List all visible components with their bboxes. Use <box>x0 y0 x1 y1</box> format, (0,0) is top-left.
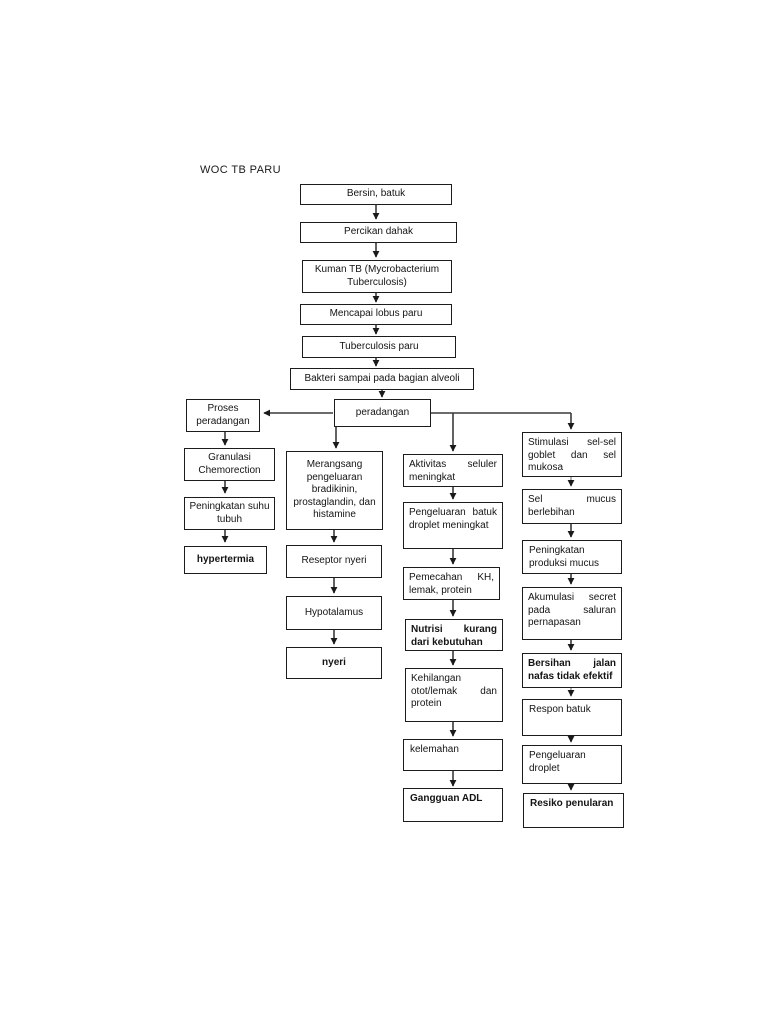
node-peradangan: peradangan <box>334 399 431 427</box>
node-aktivitas-seluler: Aktivitas seluler meningkat <box>403 454 503 487</box>
page-title: WOC TB PARU <box>200 164 281 176</box>
node-granulasi-chemorection: Granulasi Chemorection <box>184 448 275 481</box>
node-peningkatan-suhu: Peningkatan suhu tubuh <box>184 497 275 530</box>
node-peningkatan-produksi-mucus: Peningkatan produksi mucus <box>522 540 622 574</box>
node-hypotalamus: Hypotalamus <box>286 596 382 630</box>
node-proses-peradangan: Proses peradangan <box>186 399 260 432</box>
node-pengeluaran-batuk-droplet: Pengeluaran batuk droplet meningkat <box>403 502 503 549</box>
node-stimulasi-goblet: Stimulasi sel-sel goblet dan sel mukosa <box>522 432 622 477</box>
node-kehilangan-otot: Kehilangan otot/lemak dan protein <box>405 668 503 722</box>
node-hypertermia: hypertermia <box>184 546 267 574</box>
node-respon-batuk: Respon batuk <box>522 699 622 736</box>
node-merangsang-pengeluaran: Merangsang pengeluaran bradikinin, prost… <box>286 451 383 530</box>
node-bersin-batuk: Bersin, batuk <box>300 184 452 205</box>
node-percikan-dahak: Percikan dahak <box>300 222 457 243</box>
node-akumulasi-secret: Akumulasi secret pada saluran pernapasan <box>522 587 622 640</box>
node-pemecahan-kh: Pemecahan KH, lemak, protein <box>403 567 500 600</box>
node-kelemahan: kelemahan <box>403 739 503 771</box>
node-bersihan-jalan-nafas: Bersihan jalan nafas tidak efektif <box>522 653 622 688</box>
node-mencapai-lobus: Mencapai lobus paru <box>300 304 452 325</box>
node-sel-mucus: Sel mucus berlebihan <box>522 489 622 524</box>
node-nutrisi-kurang: Nutrisi kurang dari kebutuhan <box>405 619 503 651</box>
node-tuberculosis-paru: Tuberculosis paru <box>302 336 456 358</box>
node-nyeri: nyeri <box>286 647 382 679</box>
node-reseptor-nyeri: Reseptor nyeri <box>286 545 382 578</box>
node-bakteri-alveoli: Bakteri sampai pada bagian alveoli <box>290 368 474 390</box>
node-kuman-tb: Kuman TB (Mycrobacterium Tuberculosis) <box>302 260 452 293</box>
node-resiko-penularan: Resiko penularan <box>523 793 624 828</box>
node-gangguan-adl: Gangguan ADL <box>403 788 503 822</box>
node-pengeluaran-droplet: Pengeluaran droplet <box>522 745 622 784</box>
